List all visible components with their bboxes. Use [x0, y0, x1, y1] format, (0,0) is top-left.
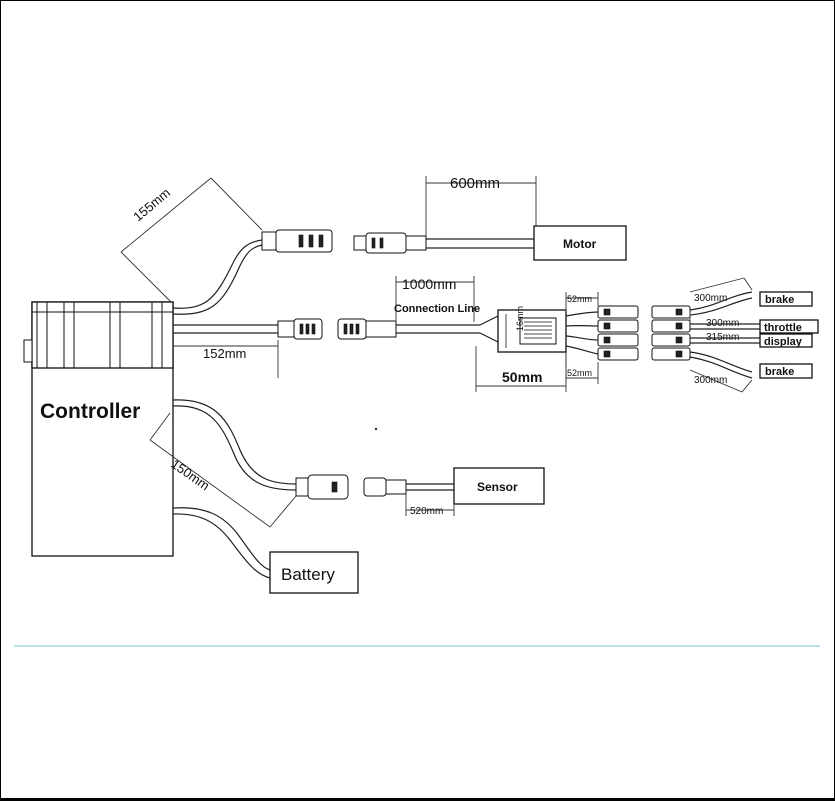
splitter-hub: 16mm 50mm: [475, 306, 567, 392]
dim-50mm: 50mm: [502, 369, 542, 385]
dim-155mm: 155mm: [130, 185, 173, 224]
controller-label: Controller: [40, 400, 140, 423]
connection-line-label: Connection Line: [394, 303, 480, 315]
dim-300mm-brake-bottom: 300mm: [694, 375, 727, 386]
connection-line-group: 152mm 1000mm Connection Line: [173, 276, 499, 378]
sensor-label: Sensor: [477, 480, 518, 494]
stray-dot: [374, 427, 378, 431]
dim-300mm-brake-top: 300mm: [694, 293, 727, 304]
brake-top-label: brake: [765, 294, 794, 306]
dim-600mm: 600mm: [450, 175, 500, 192]
motor-label: Motor: [563, 237, 597, 251]
display-label: display: [764, 336, 803, 348]
wire-top-connector: 155mm: [120, 177, 333, 315]
dim-16mm: 16mm: [515, 306, 525, 331]
dim-300mm-throttle: 300mm: [706, 318, 739, 329]
controller-unit: Controller: [23, 301, 174, 557]
dim-315mm-display: 315mm: [706, 332, 739, 343]
battery-group: Battery: [172, 507, 359, 594]
dim-520mm: 520mm: [410, 506, 443, 517]
motor-group: Motor 600mm: [353, 175, 627, 261]
dim-152mm: 152mm: [203, 346, 246, 361]
brake-bottom-label: brake: [765, 366, 794, 378]
output-labels: brake throttle display brake: [759, 291, 819, 379]
dim-52mm-bottom: 52mm: [567, 368, 592, 378]
battery-label: Battery: [281, 565, 335, 584]
dim-1000mm: 1000mm: [402, 276, 456, 292]
dim-150mm: 150mm: [168, 456, 212, 493]
dim-52mm-top: 52mm: [567, 294, 592, 304]
throttle-label: throttle: [764, 322, 802, 334]
sensor-group: Sensor 150mm 520mm: [149, 399, 545, 528]
branch-wires: 52mm 52mm 300mm 300mm 315mm 300mm: [565, 277, 760, 393]
